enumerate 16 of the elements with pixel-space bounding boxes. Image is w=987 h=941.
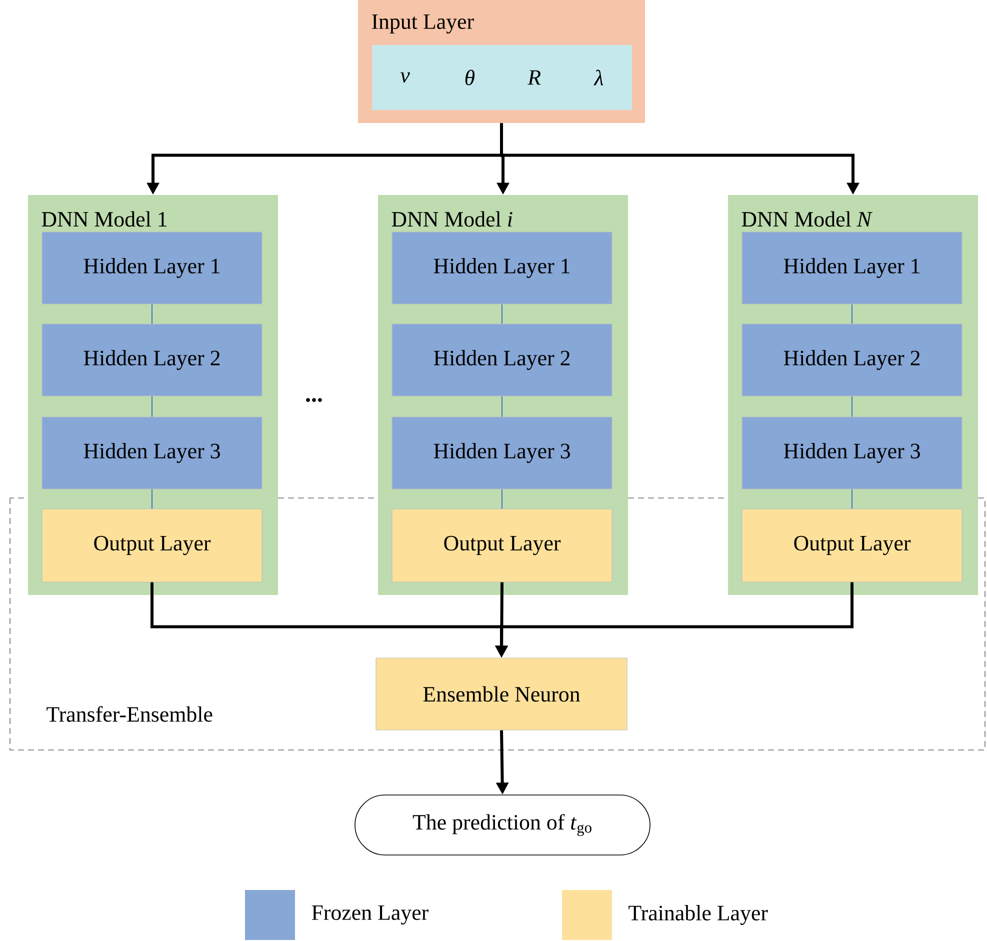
hidden-layer-box: Hidden Layer 3	[42, 416, 262, 490]
hidden-layer-box: Hidden Layer 2	[392, 324, 612, 396]
hidden-layer-box: Hidden Layer 1	[742, 232, 962, 304]
hidden-layer-box: Hidden Layer 2	[742, 324, 962, 396]
variable-box: v θ R λ	[372, 45, 632, 110]
ensemble-neuron-box: Ensemble Neuron	[376, 658, 628, 730]
ellipsis: ...	[306, 398, 322, 402]
hidden-layer-box: Hidden Layer 1	[42, 232, 262, 304]
region-label: Transfer-Ensemble	[46, 706, 212, 722]
prediction-terminal: The prediction of t$_{go}$	[354, 794, 650, 856]
hidden-layer-box: Hidden Layer 3	[742, 416, 962, 490]
legend-label: Trainable Layer	[628, 905, 768, 925]
hidden-layer-box: Hidden Layer 3	[392, 416, 612, 490]
legend-label: Frozen Layer	[312, 905, 428, 925]
hidden-layer-box: Hidden Layer 2	[42, 324, 262, 396]
hidden-layer-box: Hidden Layer 1	[392, 232, 612, 304]
